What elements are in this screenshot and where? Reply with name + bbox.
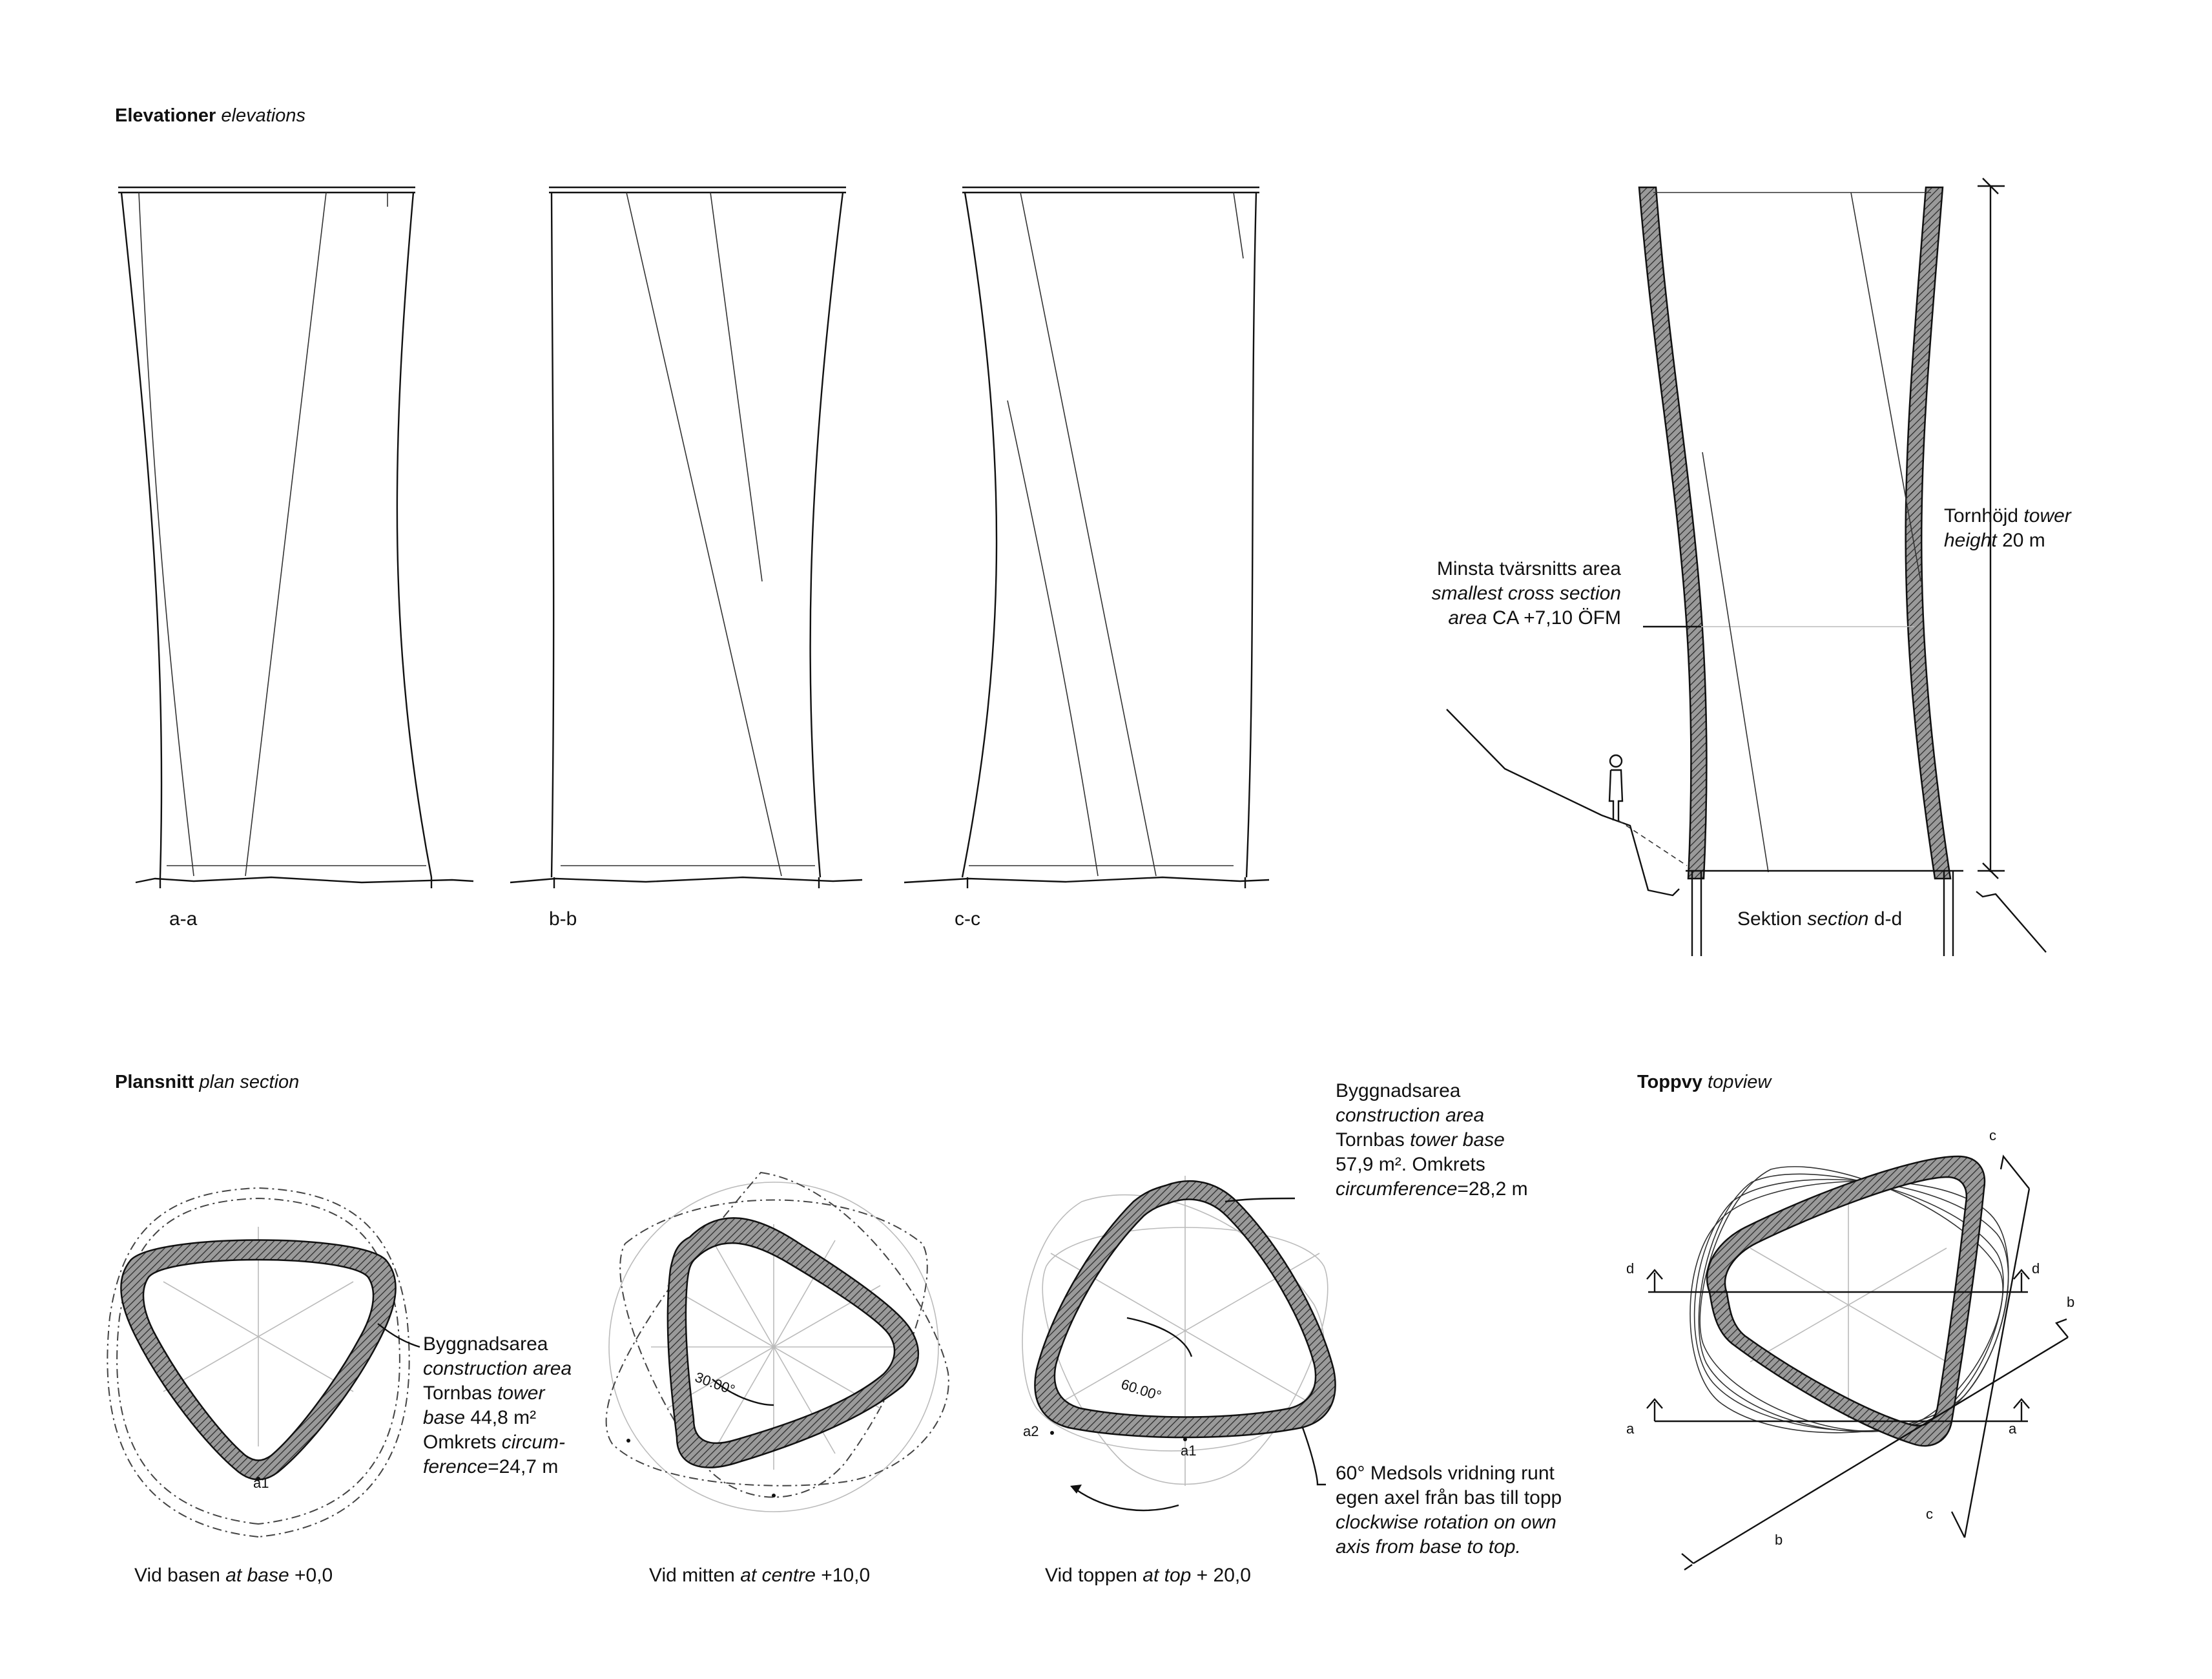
caption-at-top: Vid toppen at top + 20,0 — [1045, 1565, 1251, 1586]
marker-b-left: b — [1775, 1532, 1783, 1548]
topview — [1646, 1154, 2069, 1570]
caption-at-base: Vid basen at base +0,0 — [134, 1565, 333, 1586]
marker-a-left: a — [1626, 1421, 1635, 1437]
caption-at-centre: Vid mitten at centre +10,0 — [649, 1565, 871, 1586]
label-c-c: c-c — [955, 908, 980, 930]
marker-b-right: b — [2067, 1294, 2075, 1310]
base-area-note: Byggnadsarea construction area Tornbas t… — [423, 1333, 572, 1477]
top-area-note: Byggnadsarea construction area Tornbas t… — [1336, 1080, 1528, 1200]
plan-centre — [605, 1171, 949, 1512]
heading-topview: Toppvy topview — [1637, 1072, 1772, 1092]
base-point-a1: a1 — [253, 1475, 269, 1491]
plan-top — [1022, 1176, 1336, 1512]
elevation-b-b — [510, 186, 863, 888]
marker-c-bottom: c — [1926, 1506, 1933, 1522]
top-point-a1: a1 — [1181, 1443, 1197, 1459]
marker-c-top: c — [1989, 1127, 1996, 1143]
label-section-d-d: Sektion section d-d — [1737, 908, 1903, 930]
tower-height-note: Tornhöjd tower height 20 m — [1944, 505, 2071, 551]
plan-base — [107, 1187, 420, 1538]
marker-a-right: a — [2009, 1421, 2017, 1437]
marker-d-left: d — [1626, 1260, 1635, 1277]
heading-elevations: Elevationer elevations — [115, 105, 305, 126]
top-point-a2: a2 — [1023, 1423, 1039, 1439]
elevation-c-c — [904, 186, 1270, 888]
heading-plan-section: Plansnitt plan section — [115, 1072, 300, 1092]
marker-d-right: d — [2032, 1260, 2040, 1277]
rotation-note: 60° Medsols vridning runt egen axel från… — [1336, 1463, 1562, 1558]
min-cross-section-note: Minsta tvärsnitts area smallest cross se… — [1431, 558, 1621, 629]
section-d-d — [1446, 178, 2047, 956]
label-b-b: b-b — [549, 908, 577, 930]
label-a-a: a-a — [169, 908, 198, 930]
elevation-a-a — [118, 186, 474, 888]
